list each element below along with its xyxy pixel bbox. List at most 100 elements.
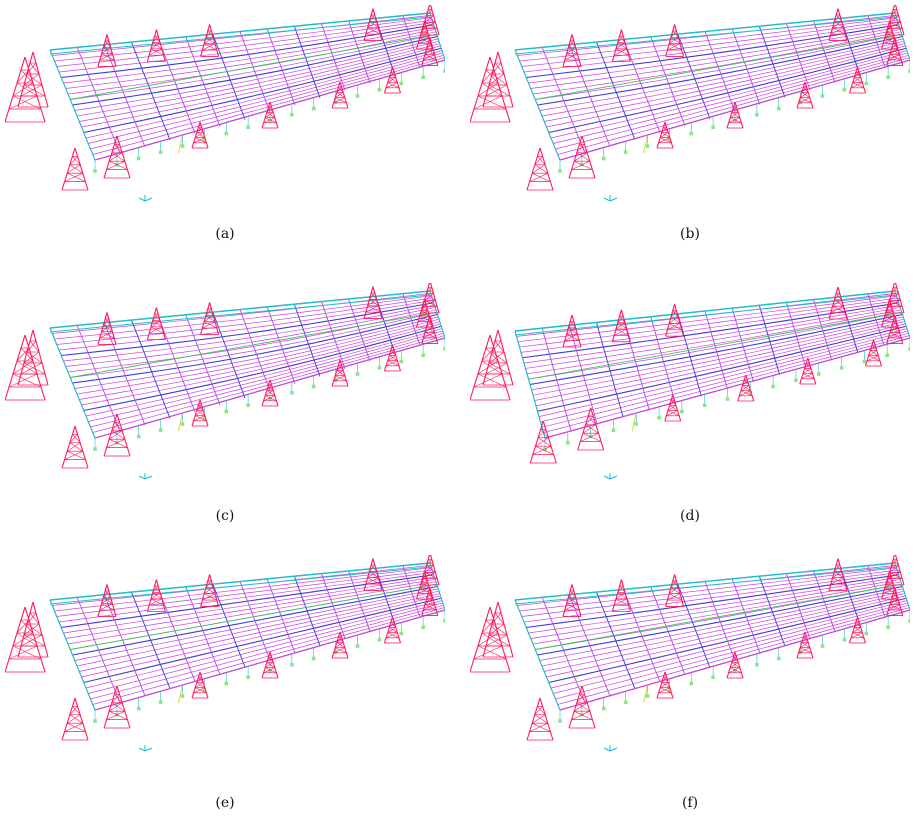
support-node <box>611 428 616 433</box>
lattice-tower <box>191 671 209 699</box>
support-node <box>421 625 425 630</box>
caption-e: (e) <box>215 795 235 811</box>
support-node <box>886 75 890 80</box>
support-node <box>311 106 316 111</box>
support-node <box>755 112 759 117</box>
support-node <box>443 619 445 623</box>
support-node <box>93 169 97 173</box>
support-node <box>333 100 338 105</box>
lattice-tower <box>383 616 402 644</box>
lattice-tower <box>611 309 631 343</box>
roof-purlins <box>514 290 910 439</box>
support-node <box>158 150 163 155</box>
caption-c: (c) <box>215 508 235 524</box>
panel-d <box>470 283 910 483</box>
support-node <box>776 106 781 111</box>
support-node <box>623 150 628 155</box>
lattice-tower <box>5 606 46 673</box>
lattice-tower <box>103 685 131 729</box>
lattice-tower <box>261 101 279 129</box>
support-node <box>268 119 272 123</box>
support-node <box>776 656 781 661</box>
support-node <box>399 631 404 636</box>
roof-edge-beams <box>49 12 445 161</box>
lattice-tower <box>103 413 131 457</box>
support-node <box>711 125 715 130</box>
support-node <box>377 365 382 370</box>
support-node <box>224 409 229 414</box>
lattice-tower <box>415 298 434 328</box>
lattice-tower <box>796 631 814 659</box>
lattice-tower <box>656 121 674 149</box>
global-axis-marker <box>603 745 618 752</box>
caption-b: (b) <box>680 226 700 242</box>
lattice-tower <box>796 81 814 109</box>
lattice-tower <box>61 147 89 191</box>
support-node <box>645 694 650 698</box>
structure-model-e <box>5 555 445 752</box>
lattice-tower <box>200 302 220 335</box>
lattice-tower <box>886 315 904 344</box>
support-node <box>680 409 684 414</box>
support-node <box>377 87 382 92</box>
global-axis-marker <box>603 473 618 480</box>
support-node <box>711 675 715 680</box>
lattice-tower <box>526 147 554 191</box>
lattice-tower <box>97 584 117 617</box>
support-node <box>180 422 185 426</box>
lattice-tower <box>577 407 605 451</box>
support-node <box>268 669 272 673</box>
support-node <box>798 100 803 105</box>
lattice-tower <box>665 304 685 337</box>
caption-d: (d) <box>680 508 700 524</box>
lattice-tower <box>864 339 883 367</box>
lattice-tower <box>146 29 166 63</box>
lattice-tower <box>848 616 867 644</box>
front-columns <box>94 610 445 720</box>
lattice-tower <box>200 574 220 607</box>
lattice-tower <box>331 631 349 659</box>
roof-purlins <box>514 12 910 161</box>
support-node <box>820 94 825 98</box>
support-node <box>771 384 775 389</box>
front-columns <box>544 338 910 448</box>
lattice-tower <box>363 558 383 591</box>
lattice-tower <box>482 51 514 108</box>
support-node <box>202 137 207 142</box>
lattice-tower <box>261 651 279 679</box>
support-node <box>908 347 910 351</box>
lattice-tower <box>799 357 817 385</box>
lattice-tower <box>146 579 166 613</box>
lattice-tower <box>61 425 89 469</box>
global-axis-marker <box>138 473 153 480</box>
support-node <box>421 75 425 80</box>
support-node <box>93 719 97 723</box>
support-node <box>725 397 730 401</box>
lattice-tower <box>726 651 744 679</box>
lattice-tower <box>421 315 439 344</box>
support-node <box>333 378 338 383</box>
lattice-tower <box>17 329 49 386</box>
lattice-tower <box>191 399 209 427</box>
support-node <box>794 378 798 383</box>
lattice-tower <box>200 24 220 57</box>
lattice-tower <box>611 29 631 63</box>
support-node <box>839 365 844 370</box>
lattice-tower <box>562 314 582 348</box>
lattice-tower <box>568 135 596 179</box>
support-node <box>558 719 562 723</box>
lattice-tower <box>737 374 755 402</box>
panel-e <box>5 555 445 755</box>
support-node <box>558 169 562 173</box>
support-node <box>816 372 821 376</box>
lattice-tower <box>482 329 514 386</box>
lattice-tower <box>97 312 117 345</box>
global-axis-marker <box>603 195 618 202</box>
structure-model-c <box>5 283 445 480</box>
lattice-tower <box>331 359 349 387</box>
support-node <box>224 681 229 686</box>
support-node <box>864 81 869 86</box>
panel-b <box>470 5 910 205</box>
lattice-tower <box>562 34 582 67</box>
lattice-tower <box>363 8 383 41</box>
